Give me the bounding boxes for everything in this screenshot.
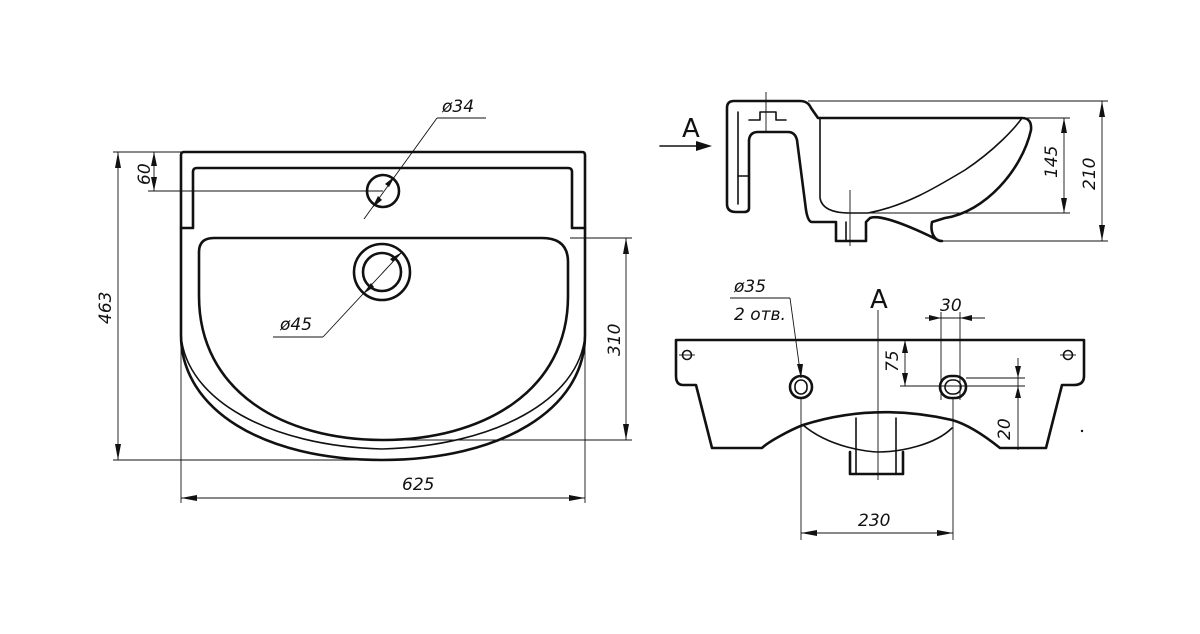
back-view: A ø35 2 отв. 30	[674, 277, 1086, 540]
side-view: A 145 210	[659, 92, 1108, 246]
dim-overall-width: 625	[402, 475, 434, 495]
basin-outer-contour	[179, 150, 587, 462]
drain-hole-outer	[352, 242, 412, 302]
dim-mount-holes: ø35	[733, 277, 766, 297]
mount-hole-left	[788, 374, 814, 400]
view-marker-letter: A	[682, 114, 700, 144]
back-drain-spigot	[848, 450, 905, 476]
dim-bowl-depth: 310	[605, 324, 625, 356]
dim-tap-hole: ø34	[441, 97, 474, 117]
dim-slot-height: 20	[995, 418, 1015, 440]
dim-total-height: 210	[1080, 158, 1100, 190]
rim-inner-step	[179, 166, 587, 230]
back-view-outline	[674, 338, 1086, 450]
mount-hole-right	[938, 374, 968, 400]
basin-edge-line	[180, 334, 586, 450]
side-bowl-curve	[819, 117, 1023, 214]
drain-hole-inner	[361, 251, 403, 293]
top-view: 625 463 60 310 ø34 ø45	[96, 97, 632, 503]
dim-rim-depth: 60	[135, 163, 155, 185]
back-bowl-underside	[802, 424, 953, 453]
side-section-profile	[725, 99, 1033, 243]
back-view-label: A	[870, 285, 888, 315]
dim-hole-spacing: 230	[858, 511, 890, 531]
dim-hole-offset: 75	[883, 350, 903, 372]
dim-drain-hole: ø45	[279, 315, 312, 335]
dim-slot-width: 30	[940, 296, 962, 316]
dim-mount-holes-count: 2 отв.	[734, 305, 786, 325]
dim-overall-depth: 463	[96, 292, 116, 324]
dim-bowl-height: 145	[1042, 146, 1062, 178]
bowl-contour	[197, 236, 570, 442]
